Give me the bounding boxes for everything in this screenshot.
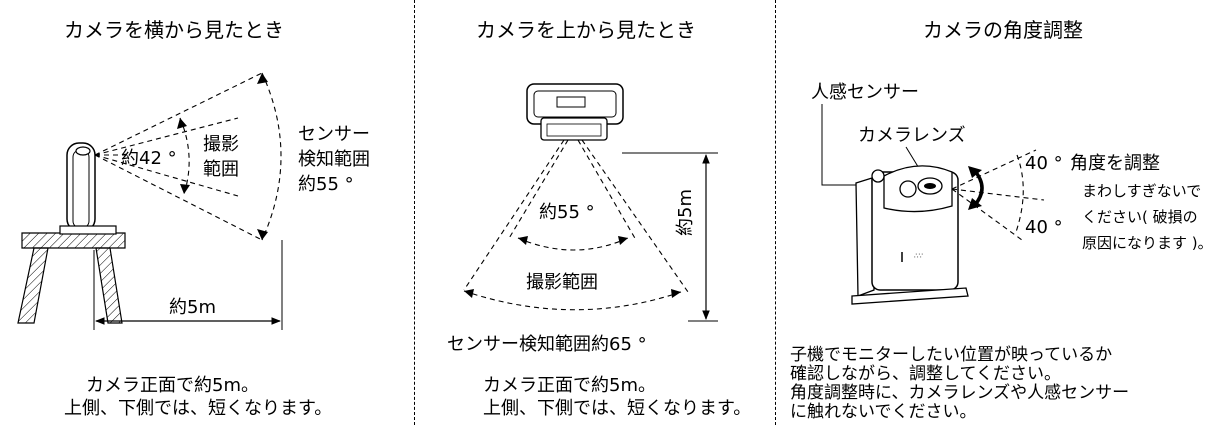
instruction-line1: 子機でモニターしたい位置が映っているか — [790, 345, 1113, 365]
side-shooting-range-line2: 範囲 — [203, 159, 239, 180]
side-sensor-range-line2: 検知範囲 — [298, 149, 370, 170]
adjust-title: カメラの角度調整 — [923, 18, 1083, 42]
svg-text:∴∵: ∴∵ — [914, 252, 923, 260]
top-caption-line2: 上側、下側では、短くなります。 — [483, 398, 752, 419]
side-distance-label: 約5m — [169, 297, 216, 318]
motion-sensor-label: 人感センサー — [811, 82, 919, 103]
side-caption-line1: カメラ正面で約5m。 — [86, 375, 259, 396]
instruction-line2: 確認しながら、調整してください。 — [790, 364, 1061, 384]
divider-left — [414, 0, 415, 425]
angle-up-label: 40 ° — [1025, 153, 1063, 174]
side-angle-label: 約42 ° — [121, 148, 177, 169]
top-view-title: カメラを上から見たとき — [476, 18, 696, 42]
table-illustration — [17, 232, 126, 324]
camera-angled-illustration: ∴∵ — [851, 165, 969, 305]
divider-right — [775, 0, 776, 425]
instruction-line4: に触れないでください。 — [790, 402, 977, 422]
warning-line2: ください( 破損の — [1082, 208, 1198, 226]
side-shooting-range-line1: 撮影 — [203, 134, 239, 155]
side-caption-line2: 上側、下側では、短くなります。 — [64, 398, 333, 419]
angle-down-label: 40 ° — [1025, 217, 1063, 238]
instruction-line3: 角度調整時に、カメラレンズや人感センサー — [790, 383, 1130, 403]
warning-line3: 原因になります )。 — [1082, 234, 1213, 252]
warning-line1: まわしすぎないで — [1082, 182, 1202, 200]
top-view-diagram — [463, 83, 718, 322]
top-angle-label: 約55 ° — [539, 202, 595, 223]
camera-top-illustration — [526, 83, 624, 141]
angle-adjust-label: 角度を調整 — [1070, 153, 1160, 174]
top-shooting-range: 撮影範囲 — [526, 272, 598, 293]
side-sensor-range-line1: センサー — [298, 124, 370, 145]
top-caption-line1: カメラ正面で約5m。 — [483, 375, 656, 396]
camera-side-illustration — [59, 142, 117, 235]
camera-lens-label: カメラレンズ — [858, 125, 966, 146]
side-sensor-range-line3: 約55 ° — [298, 174, 354, 195]
side-view-diagram — [17, 72, 283, 330]
top-sensor-range: センサー検知範囲約65 ° — [447, 334, 647, 355]
side-view-title: カメラを横から見たとき — [64, 18, 284, 42]
